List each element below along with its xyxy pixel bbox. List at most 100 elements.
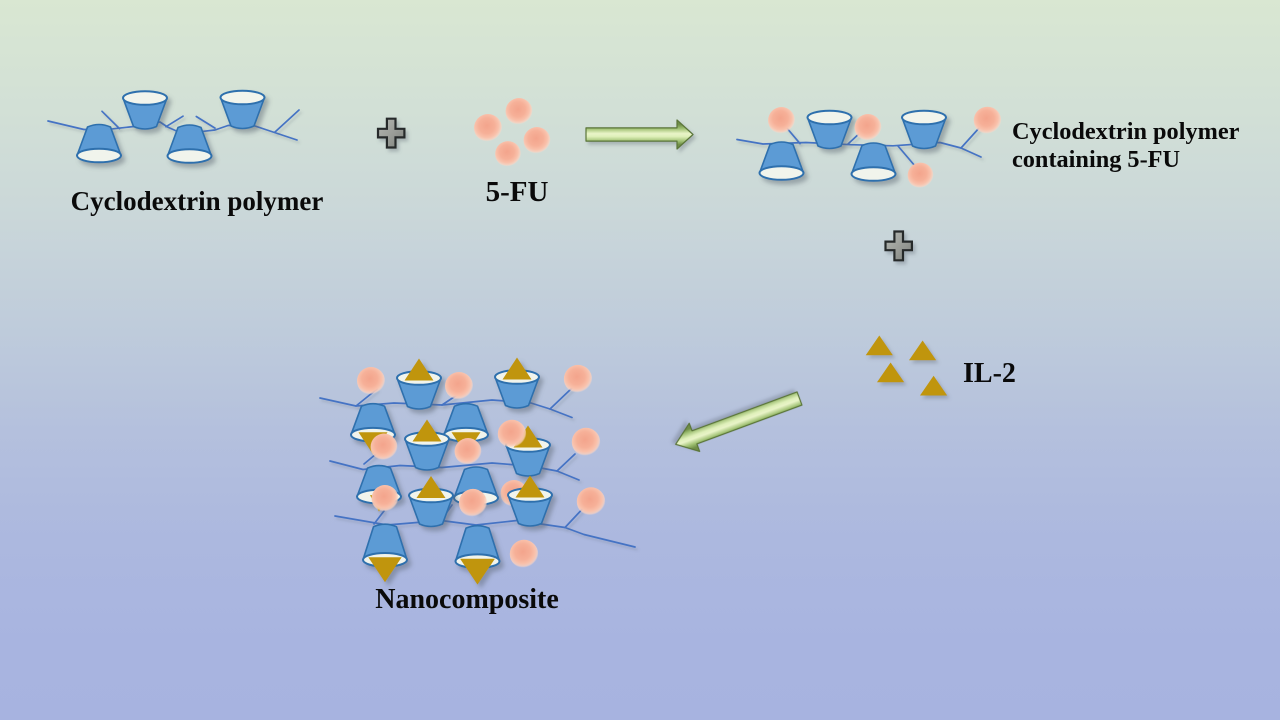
il2-triangle-in-cup <box>412 419 442 442</box>
cup-shape <box>901 109 947 150</box>
cup-mouth <box>850 166 897 182</box>
cup-mouth <box>758 165 805 181</box>
cup-shape <box>362 523 408 583</box>
operators-arrows-layer <box>376 117 914 453</box>
nanocomposite-label: Nanocomposite <box>375 584 559 615</box>
cup-body <box>505 444 551 477</box>
cup-shape <box>494 357 540 409</box>
plus-shape <box>376 117 406 149</box>
five-fu-sphere <box>474 114 502 142</box>
cup-body <box>408 494 454 528</box>
five-fu-sphere <box>854 114 882 141</box>
cup-shape <box>396 358 442 410</box>
cup-body <box>494 376 540 409</box>
cup-body <box>507 494 553 527</box>
cup-body <box>453 466 499 499</box>
cyclodextrin-cup-down <box>76 123 122 164</box>
cup-mouth <box>901 109 947 126</box>
plus-shape <box>884 230 914 262</box>
cup-shape <box>806 109 853 150</box>
five-fu-sphere <box>973 106 1002 135</box>
cup-body <box>362 523 408 561</box>
arrow-shape <box>585 119 694 150</box>
arrow-shape <box>675 391 803 453</box>
five-fu-sphere <box>576 487 606 516</box>
cyclodextrin-cup-up <box>806 109 853 150</box>
cyclodextrin-cup-up <box>507 475 553 527</box>
five-fu-sphere <box>571 427 601 457</box>
five-fu-sphere <box>907 162 934 189</box>
cyclodextrin-cup-up <box>901 109 947 150</box>
nano-twig <box>373 510 385 525</box>
cup-shape <box>219 89 266 130</box>
cup-body <box>166 124 213 157</box>
plus-sign <box>376 117 406 149</box>
cup-mouth <box>806 109 853 126</box>
five-fu-sphere <box>445 372 473 400</box>
five-fu-sphere <box>357 367 385 395</box>
cyclodextrin-cup-up <box>122 90 168 130</box>
five-fu-sphere <box>371 485 399 512</box>
cup-body <box>350 402 396 436</box>
process-arrow <box>675 391 803 453</box>
cyclodextrin-cup-down <box>454 524 501 585</box>
cyclodextrin-cup-down <box>362 523 408 583</box>
cyclodextrin-polymer-label: Cyclodextrin polymer <box>70 186 324 216</box>
cup-body <box>806 116 853 150</box>
cup-shape <box>404 419 450 471</box>
cyclodextrin-cup-up <box>494 357 540 409</box>
cd-fu-line2: containing 5-FU <box>1012 146 1181 174</box>
cup-shape <box>758 141 805 181</box>
cup-mouth <box>219 89 266 106</box>
cup-shape <box>850 142 897 182</box>
five-fu-sphere <box>563 364 593 394</box>
il2-triangle <box>909 340 937 361</box>
cup-mouth <box>76 147 122 164</box>
cyclodextrin-cup-up <box>408 476 454 528</box>
cup-body <box>758 141 805 174</box>
cup-body <box>404 438 450 471</box>
cd-fu-twig <box>960 126 981 149</box>
il2-triangle <box>865 335 893 356</box>
il2-triangle-in-cup <box>368 557 402 583</box>
il2-triangle-in-cup <box>404 358 434 381</box>
cyclodextrin-cup-down <box>166 124 213 164</box>
cup-body <box>443 402 489 436</box>
cyclodextrin-cup-up <box>396 358 442 410</box>
cup-shape <box>408 476 454 528</box>
il2-triangle <box>920 375 948 396</box>
cd-fu-twig <box>897 145 916 167</box>
cup-body <box>76 123 122 157</box>
five-fu-sphere <box>370 433 398 461</box>
il2-triangle-in-cup <box>416 476 446 498</box>
cd-polymer-twig <box>195 115 216 129</box>
cd-polymer-twig <box>101 110 121 130</box>
five-fu-sphere <box>768 107 795 134</box>
cup-shape <box>507 475 553 527</box>
cup-shape <box>166 124 213 164</box>
cup-shape <box>454 524 501 585</box>
cup-body <box>396 377 442 410</box>
cyclodextrin-cup-up <box>219 89 266 130</box>
cyclodextrin-cup-up <box>404 419 450 471</box>
cd-polymer-twig <box>274 109 300 133</box>
cd-polymer-twig <box>165 115 184 128</box>
five-fu-sphere <box>454 438 482 465</box>
il2-triangle-in-cup <box>502 357 532 380</box>
cup-body <box>901 116 947 150</box>
cyclodextrin-cup-down <box>758 141 805 181</box>
il2-label: IL-2 <box>963 358 1016 389</box>
five-fu-sphere <box>495 141 521 167</box>
il2-triangle-in-cup <box>515 475 545 498</box>
cup-body <box>454 524 501 563</box>
nano-twig <box>549 387 573 410</box>
cup-shape <box>122 90 168 130</box>
cd-fu-line1: Cyclodextrin polymer <box>1012 118 1240 145</box>
il2-triangle <box>877 362 905 383</box>
five-fu-sphere <box>458 488 488 518</box>
il2-triangle-in-cup <box>460 558 495 585</box>
cyclodextrin-cup-down <box>850 142 897 182</box>
